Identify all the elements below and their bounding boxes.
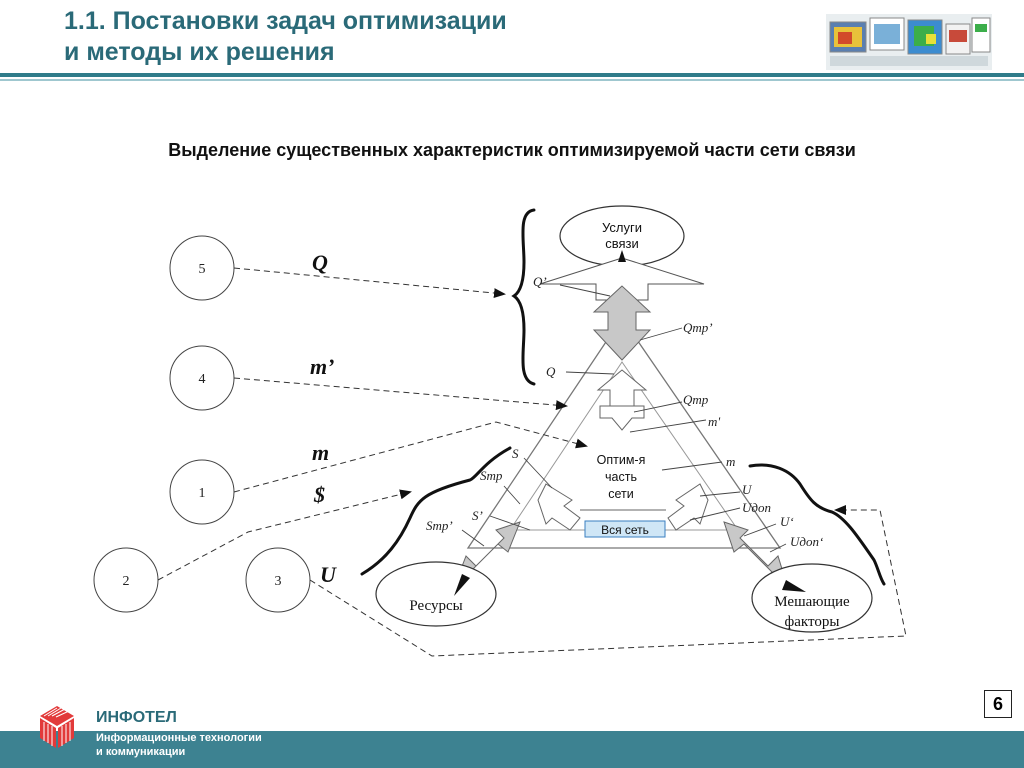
label-q: Q: [546, 364, 556, 379]
page-title: 1.1. Постановки задач оптимизации и мето…: [64, 6, 507, 68]
label-big-dollar: $: [313, 482, 325, 507]
footer-tagline-line-1: Информационные технологии: [96, 732, 262, 744]
circle-4-label: 4: [199, 372, 206, 387]
infotel-logo-icon: [40, 706, 74, 748]
whole-network-label: Вся сеть: [601, 523, 649, 537]
whole-network-box: [584, 520, 666, 538]
label-big-m-prime: m’: [310, 354, 334, 379]
inner-down-arrow: [599, 405, 645, 431]
header-divider-thin: [0, 79, 1024, 81]
interfering-label-line-1: Мешающие: [774, 594, 850, 610]
connector-4-m-prime: [233, 377, 568, 411]
center-label-line-1: Оптим-я: [597, 453, 646, 467]
left-inner-arrow: [537, 483, 581, 531]
right-inner-arrow: [667, 483, 709, 531]
label-big-q: Q: [312, 250, 328, 275]
brace-top: [511, 208, 536, 386]
interfering-label-line-2: факторы: [785, 614, 840, 630]
label-m-prime: m': [708, 414, 720, 429]
label-u-dop-prime: Uдоп‘: [790, 534, 823, 549]
label-s-tr: Sтр: [480, 468, 503, 483]
circle-2-label: 2: [123, 574, 130, 589]
triangle-outer: [466, 316, 782, 549]
brace-right: [748, 463, 886, 586]
resources-arrowhead: [454, 574, 470, 596]
connector-3-u: [309, 505, 907, 657]
label-s: S: [512, 446, 519, 461]
brace-left: [360, 446, 512, 576]
center-box: [580, 440, 666, 504]
label-u-dop: Uдоп: [742, 500, 771, 515]
header-divider: [0, 73, 1024, 77]
header-screenshots-image: [826, 14, 992, 70]
label-u-prime: U‘: [780, 514, 794, 529]
label-big-m: m: [312, 440, 329, 465]
services-label-line-1: Услуги: [602, 220, 642, 235]
label-q-tr-prime: Qтр’: [683, 320, 713, 335]
services-arrowhead: [618, 250, 626, 262]
circle-1-label: 1: [199, 486, 206, 501]
services-label-line-2: связи: [605, 236, 639, 251]
label-m-small: m: [726, 454, 735, 469]
connector-5-q: [233, 267, 506, 299]
center-label-line-3: сети: [608, 487, 634, 501]
interfering-ellipse: [751, 563, 873, 633]
circle-3-label: 3: [275, 574, 282, 589]
label-big-u: U: [320, 562, 337, 587]
network-diagram: Услуги связи Ресурсы Мешающие факторы Оп…: [93, 205, 907, 657]
connector-2-dollar: [157, 489, 412, 581]
vertical-double-arrow: [592, 285, 652, 361]
footer-brand: ИНФОТЕЛ: [96, 709, 177, 726]
circle-5-label: 5: [199, 262, 206, 277]
label-s-prime: S’: [472, 508, 483, 523]
interfering-arrowhead: [782, 580, 806, 592]
footer-bar: [0, 731, 1024, 768]
slide-subtitle: Выделение существенных характеристик опт…: [168, 140, 856, 160]
label-s-tr-prime: Sтр’: [426, 518, 453, 533]
resources-ellipse: [375, 561, 497, 627]
inner-up-arrow: [596, 369, 648, 407]
title-line-2: и методы их решения: [64, 38, 335, 66]
label-u-small: U: [742, 482, 753, 497]
page-number: 6: [984, 690, 1012, 718]
label-q-tr: Qтр: [683, 392, 709, 407]
connector-1-m: [233, 421, 588, 493]
center-label-line-2: часть: [605, 470, 637, 484]
title-line-1: 1.1. Постановки задач оптимизации: [64, 7, 507, 35]
label-q-prime: Q’: [533, 274, 547, 289]
footer-tagline-line-2: и коммуникации: [96, 746, 186, 758]
resources-label: Ресурсы: [409, 598, 462, 614]
